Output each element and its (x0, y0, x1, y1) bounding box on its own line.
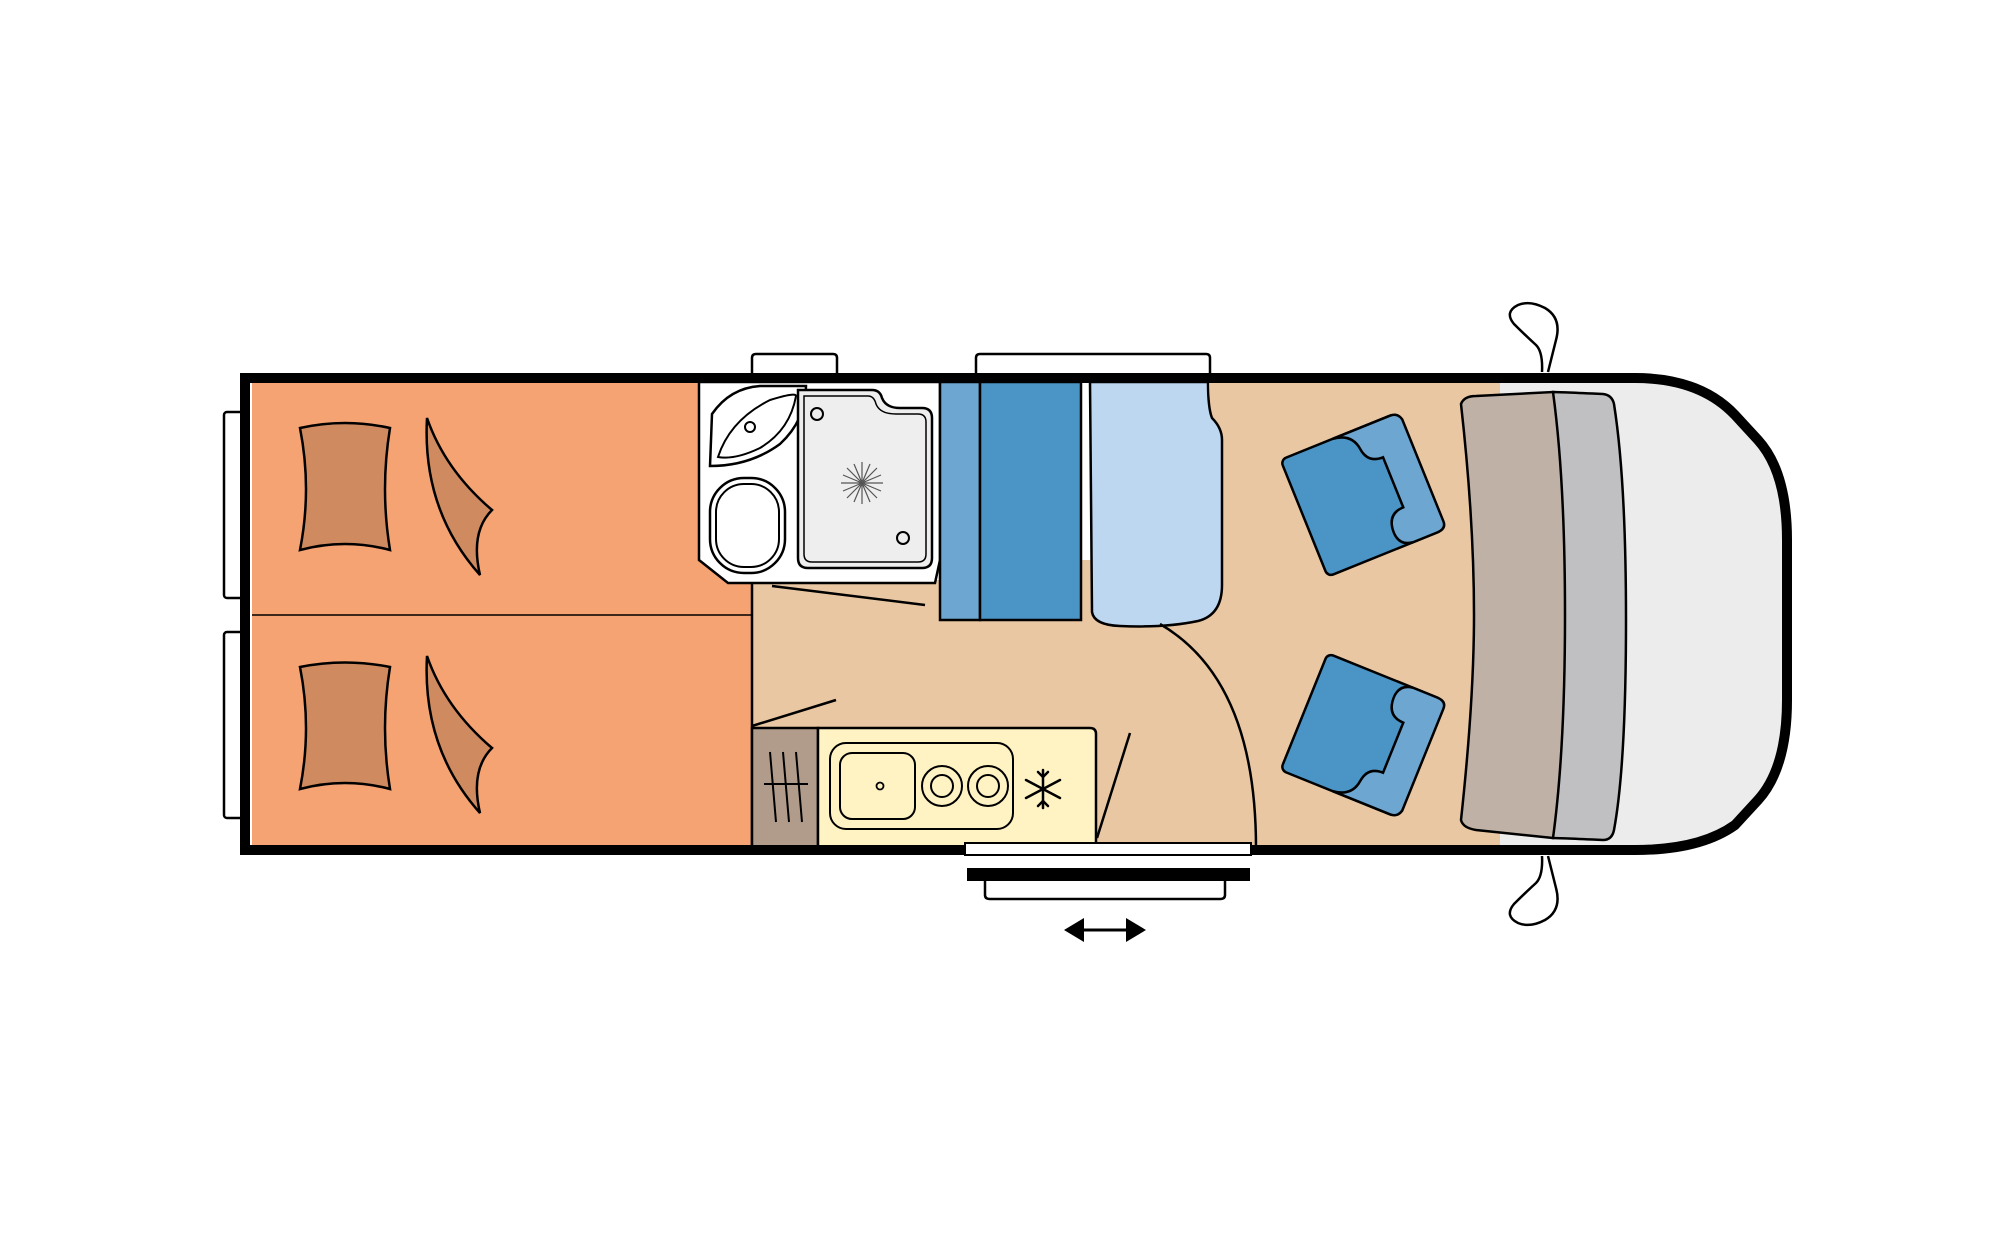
kitchen-hob-panel (829, 742, 1014, 830)
hob-burner-right-inner (976, 774, 1000, 798)
dinette-table (1088, 380, 1224, 628)
entry-step (983, 881, 1227, 901)
vehicle-outline (240, 373, 1792, 855)
pillow-fold-lower (425, 655, 494, 814)
basin-tap (744, 421, 756, 433)
bench-seat (978, 380, 1083, 622)
double-arrow-icon (1064, 918, 1146, 942)
kitchen-back-line (751, 698, 837, 728)
kitchen-sink (839, 752, 916, 820)
pillow-fold-upper (425, 417, 494, 576)
toilet-seat (715, 483, 780, 568)
passenger-seat (1281, 653, 1446, 817)
entry-step-bar (967, 868, 1250, 881)
hob-burner-left (921, 765, 963, 807)
dinette-window (974, 352, 1212, 378)
bench-backrest (938, 380, 982, 622)
pillow-lower (298, 661, 392, 791)
bathroom-window (750, 352, 839, 378)
shower-drain-top (810, 407, 824, 421)
shower-tray-inner (803, 395, 927, 563)
shower-tray (796, 388, 934, 570)
living-door-arc (1159, 622, 1258, 849)
hob-burner-right (967, 765, 1009, 807)
mirror-right (1508, 855, 1559, 927)
pillow-upper (298, 421, 392, 552)
toilet (708, 476, 787, 575)
shower-drain-bottom (896, 531, 910, 545)
driver-seat (1281, 413, 1446, 577)
entry-door-opening[interactable] (964, 842, 1252, 856)
cupboard-shelves-icon (764, 751, 808, 823)
bathroom-door-line (771, 584, 926, 607)
kitchen-cupboard (750, 726, 820, 850)
wash-basin-inner (716, 393, 798, 459)
hob-burner-left-inner (930, 774, 954, 798)
mirror-left (1508, 301, 1559, 373)
dashboard-outer (1551, 390, 1628, 842)
sink-drain (875, 781, 885, 791)
drain-star-icon (841, 462, 883, 504)
snowflake-icon (1024, 768, 1062, 810)
dashboard-inner (1459, 390, 1567, 840)
entry-partition (1095, 732, 1132, 839)
